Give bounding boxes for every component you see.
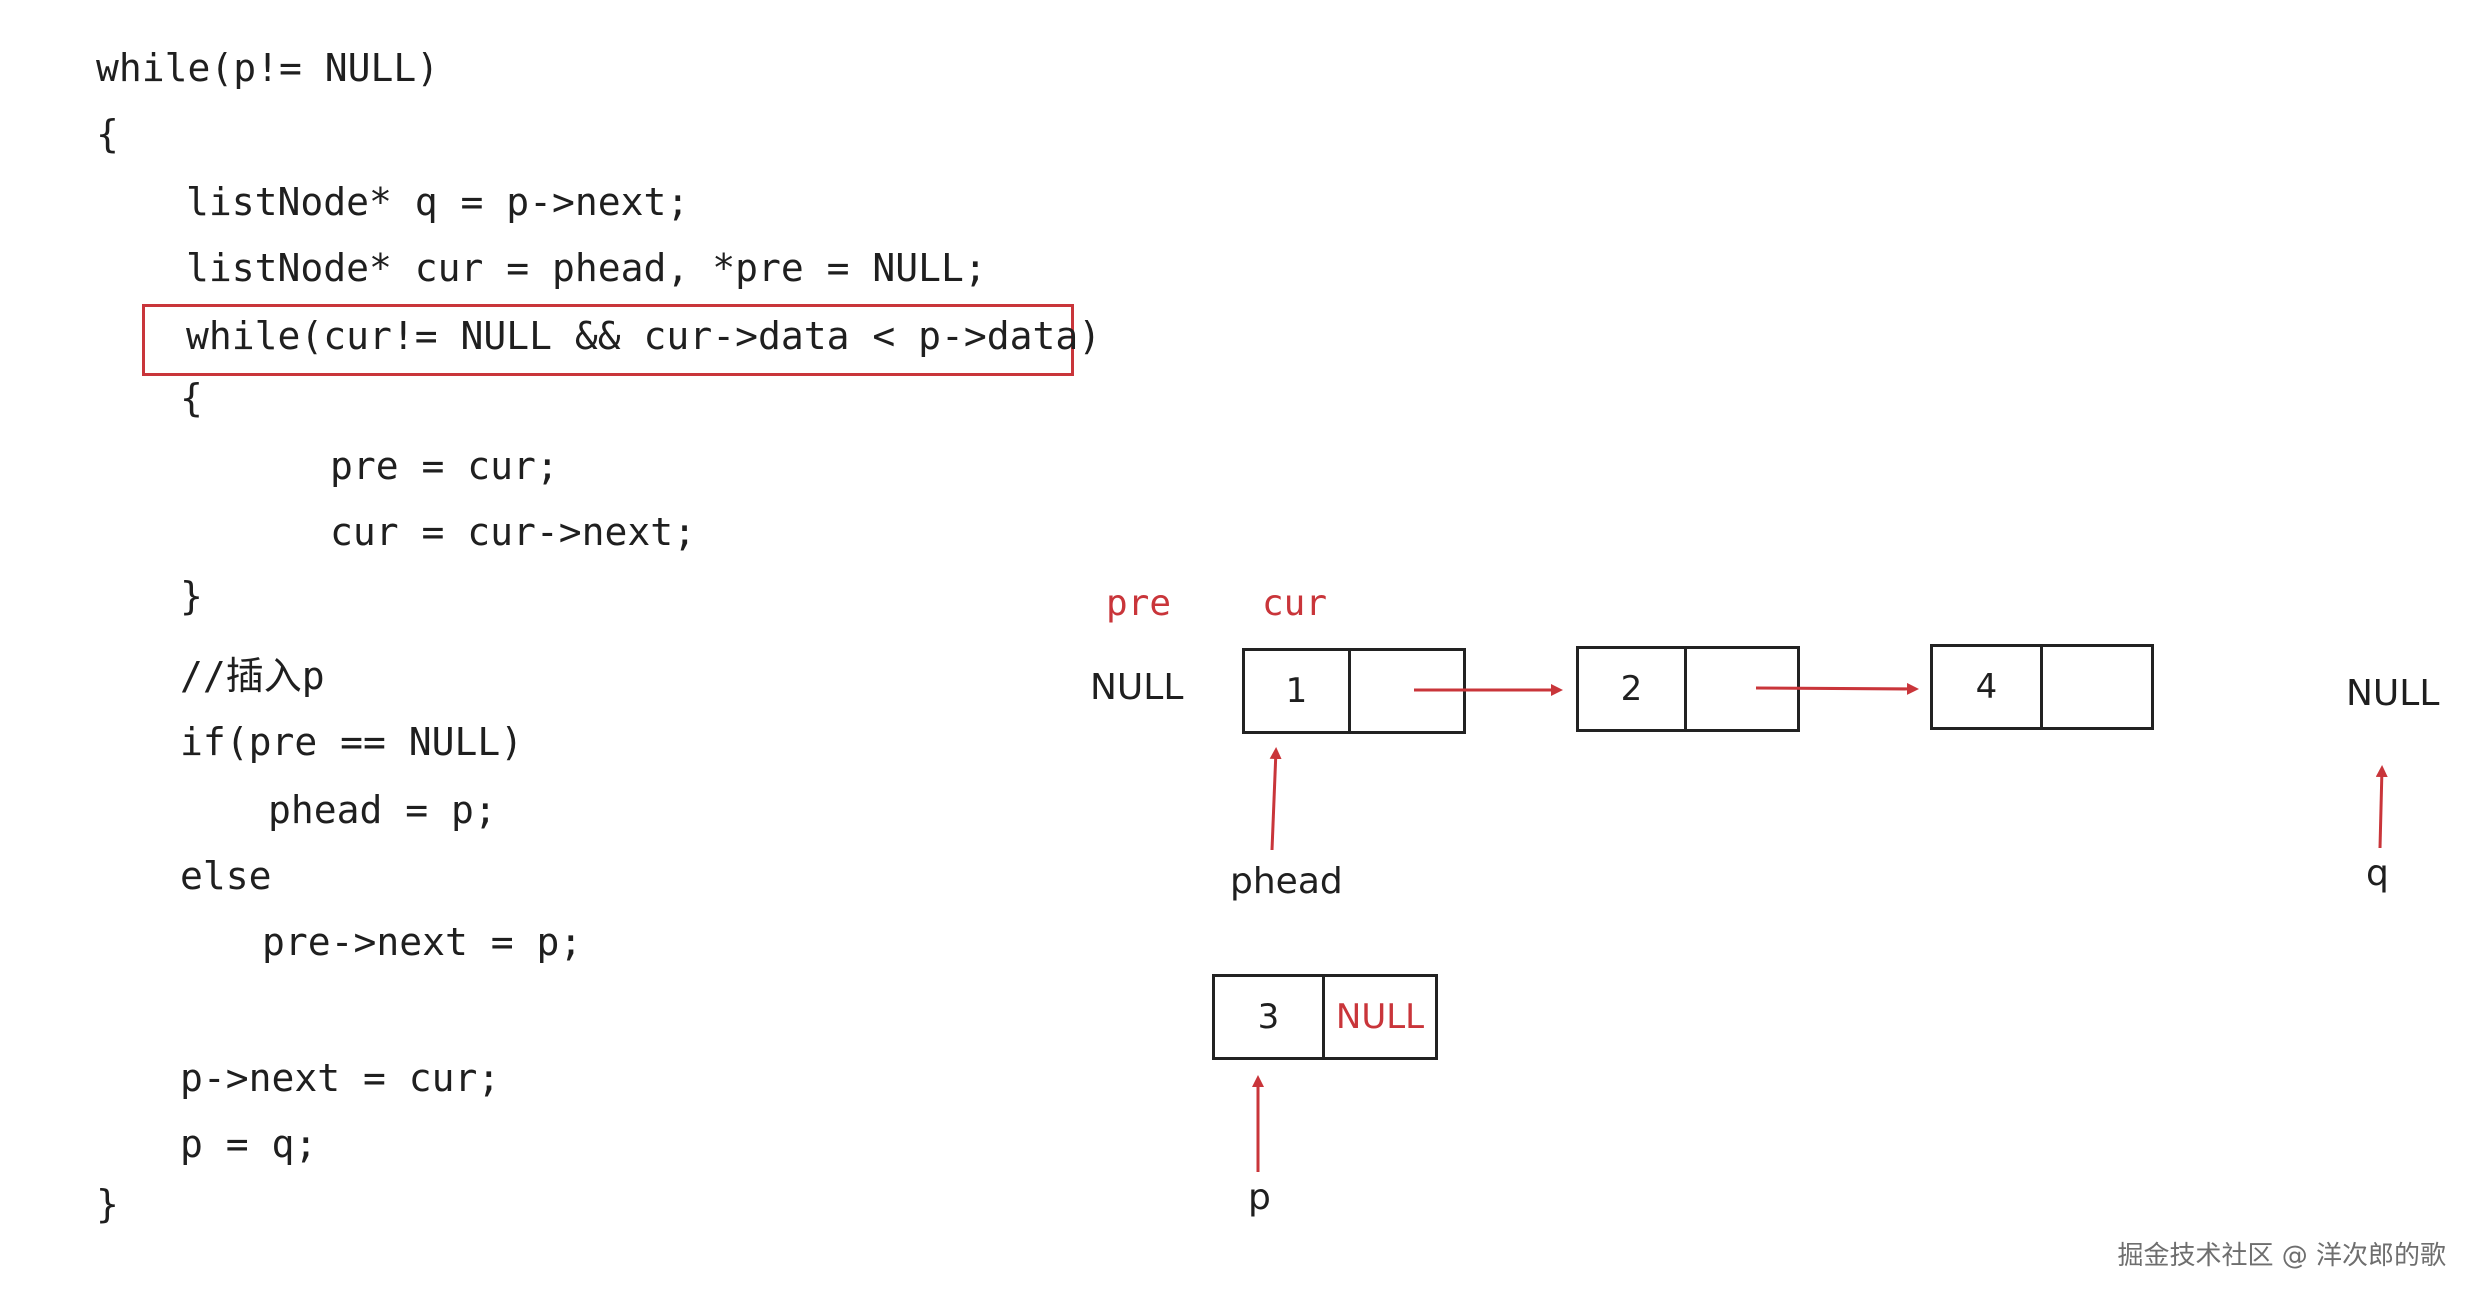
code-line-inner-while: while(cur!= NULL && cur->data < p->data) (186, 314, 1102, 358)
code-line-comment: //插入p (180, 654, 325, 698)
code-line-outer-while: while(p!= NULL) (96, 46, 440, 90)
code-line-declare-q: listNode* q = p->next; (186, 180, 690, 224)
code-line-p-advance: p = q; (180, 1122, 318, 1166)
node-2-data: 2 (1579, 649, 1687, 729)
node-1-data: 1 (1245, 651, 1351, 731)
code-line-declare-cur-pre: listNode* cur = phead, *pre = NULL; (186, 246, 987, 290)
list-node-2: 2 (1576, 646, 1800, 732)
code-line-inner-open-brace: { (180, 376, 203, 420)
new-node-data: 3 (1215, 977, 1325, 1057)
new-node-next-null: NULL (1335, 997, 1425, 1037)
code-line-phead-assign: phead = p; (268, 788, 497, 832)
arrow-q-to-null (2375, 765, 2388, 849)
code-line-p-next-assign: p->next = cur; (180, 1056, 501, 1100)
list-node-1: 1 (1242, 648, 1466, 734)
code-line-pre-next-assign: pre->next = p; (262, 920, 583, 964)
null-left-label: NULL (1090, 667, 1184, 708)
null-right-label: NULL (2346, 673, 2440, 714)
code-line-pre-assign: pre = cur; (330, 444, 559, 488)
list-node-4: 4 (1930, 644, 2154, 730)
phead-label: phead (1230, 861, 1343, 902)
code-line-if-pre-null: if(pre == NULL) (180, 720, 524, 764)
code-line-else: else (180, 854, 272, 898)
cur-pointer-label: cur (1262, 583, 1328, 624)
new-node-3: 3 NULL (1212, 974, 1438, 1060)
code-line-inner-close-brace: } (180, 574, 203, 618)
node-4-data: 4 (1933, 647, 2043, 727)
arrow-phead-to-node1 (1269, 747, 1282, 851)
code-line-close-brace: } (96, 1182, 119, 1226)
node-1-next (1351, 651, 1463, 731)
node-2-next (1687, 649, 1797, 729)
q-pointer-label: q (2366, 853, 2389, 894)
node-4-next (2043, 647, 2151, 727)
highlight-box (142, 304, 1074, 376)
watermark: 掘金技术社区 @ 洋次郎的歌 (2117, 1241, 2446, 1271)
code-line-open-brace: { (96, 112, 119, 156)
pre-pointer-label: pre (1106, 583, 1172, 624)
p-pointer-label: p (1248, 1177, 1271, 1218)
code-line-cur-advance: cur = cur->next; (330, 510, 697, 554)
